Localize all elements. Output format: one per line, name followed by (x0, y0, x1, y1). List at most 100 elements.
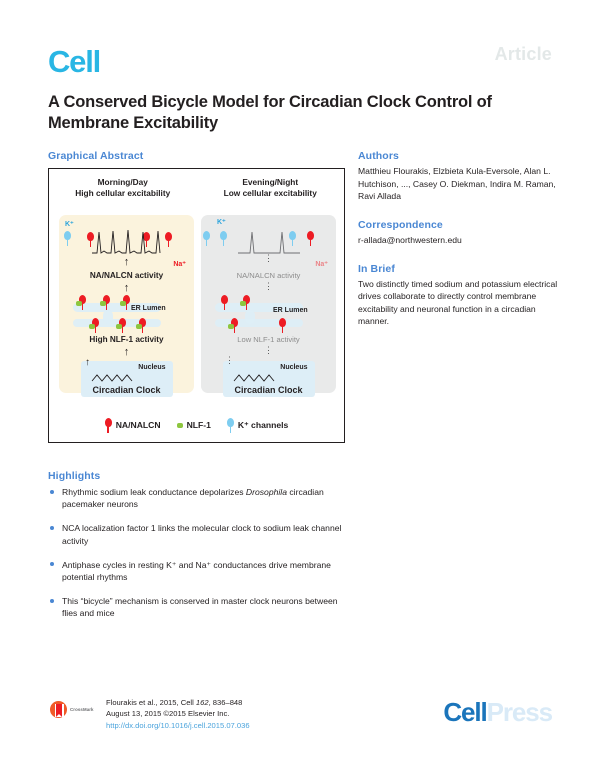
panel-night-line1: Evening/Night (242, 177, 299, 187)
citation-block: Flourakis et al., 2015, Cell 162, 836–84… (106, 697, 250, 731)
na-channel-icon (221, 295, 228, 310)
cell-press-logo-press: Press (486, 697, 553, 727)
nlf1-icon (76, 301, 82, 306)
panel-night-line2: Low cellular excitability (223, 188, 317, 199)
page-title: A Conserved Bicycle Model for Circadian … (48, 93, 492, 133)
panel-title-day: Morning/Day High cellular excitability (49, 177, 197, 199)
in-brief-heading: In Brief (358, 262, 395, 275)
k-channel-icon (64, 231, 71, 246)
nucleus-label-day: Nucleus (138, 364, 166, 371)
highlights-heading: Highlights (48, 470, 101, 482)
na-channel-icon (307, 231, 314, 246)
k-channel-icon (226, 418, 234, 433)
dotted-link-icon: ⋮ (225, 355, 234, 365)
nucleus-label-night: Nucleus (280, 364, 308, 371)
panel-container: K⁺ ↑ Na⁺ (59, 215, 336, 397)
na-channel-icon (104, 418, 112, 433)
arrow-up-icon: ↑ (123, 256, 130, 268)
crossmark-icon (50, 701, 67, 718)
list-item: NCA localization factor 1 links the mole… (48, 522, 353, 546)
na-channel-icon (231, 318, 238, 333)
nlf1-icon (120, 301, 126, 306)
journal-logo: Cell (48, 44, 101, 79)
highlight-text-pre: NCA localization factor 1 links the mole… (62, 523, 342, 546)
dotted-link-icon: ⋮ (264, 345, 273, 355)
legend-label-nalcn: NA/NALCN (115, 420, 161, 430)
nlf1-icon (176, 422, 183, 428)
na-channel-icon (279, 318, 286, 333)
bullet-icon (50, 598, 54, 603)
highlight-text-post: circadian pacemaker neurons (62, 487, 324, 510)
panel-title-night: Evening/Night Low cellular excitability (197, 177, 345, 199)
crossmark-badge[interactable]: CrossMark (50, 701, 96, 719)
spike-train-low (237, 231, 300, 254)
na-channel-icon (165, 232, 172, 247)
list-item: Rhythmic sodium leak conductance depolar… (48, 486, 353, 510)
dotted-link-icon: ⋮ (264, 253, 273, 263)
na-channel-icon (123, 295, 130, 310)
panel-day-line2: High cellular excitability (75, 188, 171, 199)
panel-titles: Morning/Day High cellular excitability E… (49, 177, 344, 199)
bullet-icon (50, 489, 54, 494)
arrow-up-icon: ↑ (123, 282, 130, 294)
nlf1-icon (116, 324, 122, 329)
cell-press-logo: CellPress (443, 697, 553, 727)
nlf-activity-label-day: High NLF-1 activity (89, 335, 164, 344)
highlights-list: Rhythmic sodium leak conductance depolar… (48, 486, 353, 632)
activity-label-day: NA/NALCN activity (89, 271, 164, 280)
na-channel-icon (103, 295, 110, 310)
clock-wave-icon (91, 374, 132, 382)
er-membrane-shape (103, 310, 113, 324)
graphical-abstract-heading: Graphical Abstract (48, 150, 144, 162)
crossmark-label: CrossMark (70, 707, 94, 712)
nlf1-icon (228, 324, 234, 329)
er-membrane-shape (73, 303, 161, 312)
panel-evening-night: K⁺ ⋮ Na⁺ NA/NALCN (201, 215, 336, 397)
masthead: Cell Article (48, 44, 552, 84)
nucleus-box-day: Nucleus Circadian Clock (80, 361, 173, 397)
citation-line-1: Flourakis et al., 2015, Cell 162, 836–84… (106, 697, 250, 708)
correspondence-heading: Correspondence (358, 218, 443, 231)
citation-pre: Flourakis et al., 2015, Cell (106, 698, 196, 707)
panel-morning-day: K⁺ ↑ Na⁺ (59, 215, 194, 397)
list-item: Antiphase cycles in resting K⁺ and Na⁺ c… (48, 559, 353, 583)
figure-legend: NA/NALCN NLF-1 K⁺ channels (49, 418, 344, 433)
er-membrane-shape (73, 319, 161, 327)
er-lumen-label-day: ER Lumen (131, 305, 166, 312)
dotted-link-icon: ⋮ (264, 281, 273, 291)
citation-pages: , 836–848 (208, 698, 243, 707)
authors-heading: Authors (358, 150, 399, 162)
list-item: This “bicycle” mechanism is conserved in… (48, 595, 353, 619)
nlf1-icon (240, 301, 246, 306)
highlight-text-pre: This “bicycle” mechanism is conserved in… (62, 596, 338, 619)
na-channel-icon (119, 318, 126, 333)
na-ion-label-day: Na⁺ (173, 261, 186, 268)
na-channel-icon (92, 318, 99, 333)
circadian-clock-label-day: Circadian Clock (92, 385, 161, 395)
na-channel-icon (243, 295, 250, 310)
na-ion-label-night: Na⁺ (315, 261, 328, 268)
na-channel-icon (87, 232, 94, 247)
highlight-text-pre: Antiphase cycles in resting K⁺ and Na⁺ c… (62, 559, 331, 583)
article-type-label: Article (494, 44, 552, 64)
correspondence-email[interactable]: r-allada@northwestern.edu (358, 234, 462, 245)
legend-label-nlf1: NLF-1 (186, 420, 211, 430)
er-lumen-label-night: ER Lumen (273, 307, 308, 314)
cell-press-logo-cell: Cell (443, 697, 487, 727)
legend-label-k-channels: K⁺ channels (237, 419, 289, 430)
doi-link[interactable]: http://dx.doi.org/10.1016/j.cell.2015.07… (106, 720, 250, 730)
in-brief-text: Two distinctly timed sodium and potassiu… (358, 278, 558, 327)
bullet-icon (50, 525, 54, 530)
na-channel-icon (143, 232, 150, 247)
authors-list: Matthieu Flourakis, Elzbieta Kula-Everso… (358, 166, 556, 202)
citation-line-2: August 13, 2015 ©2015 Elsevier Inc. (106, 709, 230, 719)
k-ion-label-day: K⁺ (65, 221, 74, 228)
er-membrane-shape (215, 319, 303, 327)
arrow-up-icon: ↑ (123, 346, 130, 358)
arrow-up-icon: ↑ (85, 357, 90, 368)
nlf1-icon (100, 301, 106, 306)
na-channel-icon (79, 295, 86, 310)
metadata-column: Authors Matthieu Flourakis, Elzbieta Kul… (358, 150, 558, 344)
k-channel-icon (220, 231, 227, 246)
